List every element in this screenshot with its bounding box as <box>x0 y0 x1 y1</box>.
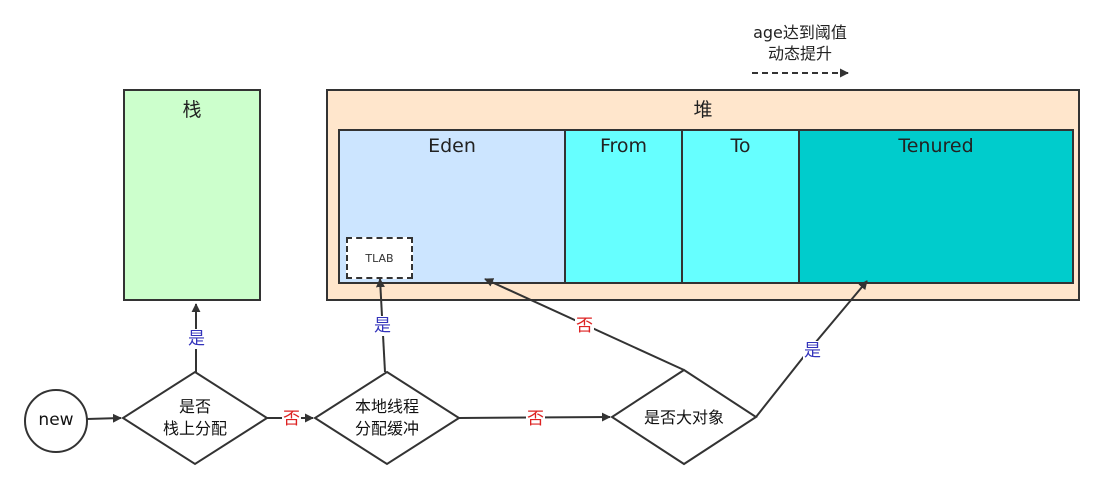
eden-region: Eden TLAB <box>338 129 564 284</box>
to-region: To <box>681 129 798 284</box>
note-line1: age达到阈值 <box>753 23 847 42</box>
edge-label-d3-yes: 是 <box>803 341 822 361</box>
edge-start-d1 <box>86 413 122 423</box>
eden-title: Eden <box>428 135 476 157</box>
d1-label: 是否 栈上分配 <box>135 396 255 440</box>
d1-label-line1: 是否 <box>178 397 211 416</box>
d3-label: 是否大对象 <box>643 408 724 427</box>
from-region: From <box>564 129 681 284</box>
decision-tlab <box>313 370 461 466</box>
heap-title: 堆 <box>693 99 713 121</box>
edge-label-d2-yes: 是 <box>373 316 392 336</box>
d2-label-line2: 分配缓冲 <box>354 419 419 438</box>
tlab-box: TLAB <box>346 237 413 279</box>
edge-label-d1-no: 否 <box>282 409 301 429</box>
decision-stack-alloc <box>121 370 269 466</box>
edge-label-d3-no: 否 <box>575 316 594 336</box>
d2-label-line1: 本地线程 <box>354 397 419 416</box>
start-node <box>24 389 88 453</box>
tenured-region: Tenured <box>798 129 1074 284</box>
decision-big-object <box>610 368 758 466</box>
promotion-note: age达到阈值 动态提升 <box>740 22 860 64</box>
from-title: From <box>599 135 648 157</box>
note-line2: 动态提升 <box>767 44 832 63</box>
to-title: To <box>730 135 751 157</box>
tenured-title: Tenured <box>898 135 974 157</box>
heap-box: 堆 Eden TLAB From To Tenured <box>326 89 1080 301</box>
stack-box: 栈 <box>123 89 261 301</box>
stack-title: 栈 <box>182 99 202 121</box>
edge-label-d1-yes: 是 <box>187 329 206 349</box>
d2-label: 本地线程 分配缓冲 <box>327 396 447 440</box>
start-label: new <box>38 410 74 430</box>
edge-label-d2-no: 否 <box>526 409 545 429</box>
d1-label-line2: 栈上分配 <box>162 419 227 438</box>
